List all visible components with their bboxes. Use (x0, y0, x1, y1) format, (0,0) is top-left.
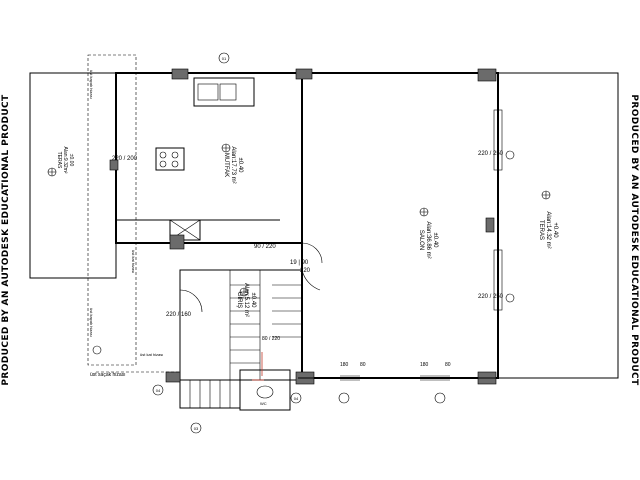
sink (197, 83, 219, 101)
wc-room (239, 369, 291, 411)
cooktop (155, 147, 185, 171)
notes: üst saçak hizası üst kat hizası üst kat … (90, 250, 163, 378)
label-window-1: 180 (340, 362, 349, 368)
label-window-2: 80 (360, 362, 366, 368)
tag-d4: 04 (294, 396, 299, 401)
note-mid-2: üst kat hizası (140, 352, 163, 357)
label-door-salon-bottom: 220 / 250 (478, 294, 504, 300)
circle-tags: 01 04 03 04 (92, 52, 515, 434)
entrance-stairs: WC (179, 269, 303, 411)
wc-label: WC (260, 401, 267, 406)
teras-right-area: Alan:14.32 m² (545, 211, 551, 248)
salon-level: ±0.40 (432, 233, 438, 249)
teras-right-level: +0.40 (552, 222, 558, 238)
salon (301, 72, 499, 379)
terrace-left: üst kapak hizası üst kapak hizası (29, 54, 137, 366)
teras-left-area: Alan:9.32m² (62, 147, 68, 174)
label-wc-door: 80 / 220 (262, 336, 280, 342)
level-markers (47, 143, 551, 297)
giris-name: GİRİŞ (236, 292, 243, 308)
giris-level: ±0.40 (250, 293, 256, 309)
mutfak-level: ±0.40 (237, 158, 243, 174)
label-door-giris: 220 / 160 (166, 312, 192, 318)
label-door-salon-top: 220 / 250 (478, 151, 504, 157)
label-window-3: 180 (420, 362, 429, 368)
red-markers (252, 352, 264, 381)
salon-name: SALON (418, 230, 424, 250)
note-top-left: üst kapak hizası (89, 70, 94, 99)
label-window-4: 80 (445, 362, 451, 368)
label-door-salon: 220 (300, 268, 311, 274)
tag-d3: 03 (194, 426, 199, 431)
note-bottom: üst saçak hizası (90, 372, 126, 378)
room-labels: TERAS Alan:9.32m² ±0.00 MUTFAK Alan:17.7… (56, 146, 558, 317)
teras-left-level: ±0.00 (68, 154, 74, 167)
wc-toilet (256, 385, 274, 399)
sink-counter (193, 77, 255, 107)
tag-d1: 01 (222, 56, 227, 61)
kitchen (115, 72, 303, 244)
teras-left-name: TERAS (56, 152, 62, 169)
teras-right-name: TERAS (538, 220, 544, 240)
windows (340, 109, 503, 381)
mutfak-name: MUTFAK (223, 153, 229, 177)
label-window-stair: 19 | 90 (290, 260, 309, 266)
stair-treads (230, 270, 302, 380)
salon-area: Alan:36.86 m² (425, 221, 431, 258)
label-door-mutfak: 90 / 220 (254, 244, 276, 250)
label-door-mutfak-teras: 220 / 200 (112, 156, 138, 162)
note-mid-1: üst kat hizası (131, 250, 136, 273)
opening-labels: 220 / 200 220 / 250 220 / 250 220 / 160 … (112, 151, 504, 368)
giris-area: Alan:5.12 m² (243, 283, 249, 317)
note-left-lower: üst kapak hizası (89, 308, 94, 337)
tag-d2: 04 (156, 388, 161, 393)
mutfak-area: Alan:17.73 m² (230, 146, 236, 183)
